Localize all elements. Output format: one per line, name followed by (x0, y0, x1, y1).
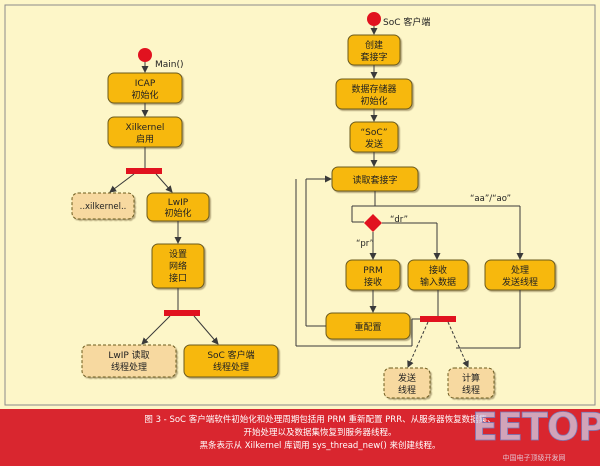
svg-text:初始化: 初始化 (131, 89, 158, 101)
svg-text:LwIP 读取: LwIP 读取 (108, 349, 149, 361)
svg-text:..xilkernel..: ..xilkernel.. (80, 202, 127, 212)
svg-text:SoC 客户端: SoC 客户端 (207, 349, 254, 361)
figure-caption: 图 3 - SoC 客户端软件初始化和处理周期包括用 PRM 重新配置 PRR、… (0, 409, 600, 466)
lwip-read-thread-box: LwIP 读取 线程处理 (81, 344, 177, 378)
svg-text:计算: 计算 (462, 372, 480, 384)
svg-text:处理: 处理 (511, 264, 529, 276)
svg-text:初始化: 初始化 (164, 207, 191, 219)
fork-bar-left-bottom (164, 310, 200, 316)
compute-thread-box: 计算 线程 (447, 367, 495, 399)
flow-diagram: Main() ICAP 初始化 Xilkernel 启用 ..xilkernel… (4, 4, 596, 406)
svg-text:输入数据: 输入数据 (420, 276, 456, 288)
svg-text:启用: 启用 (136, 133, 154, 145)
svg-text:线程处理: 线程处理 (213, 361, 249, 373)
svg-text:线程处理: 线程处理 (111, 361, 147, 373)
svg-text:ICAP: ICAP (135, 79, 156, 89)
svg-text:发送: 发送 (398, 372, 416, 384)
xilkernel-dots-box: ..xilkernel.. (71, 192, 135, 220)
eetop-logo: EETOP 中国电子顶级开发网 (472, 405, 600, 462)
svg-text:PRM: PRM (363, 266, 382, 276)
svg-text:“SoC”: “SoC” (361, 128, 388, 138)
svg-text:线程: 线程 (398, 384, 416, 396)
soc-client-thread-box: SoC 客户端 线程处理 (183, 344, 279, 378)
svg-text:设置: 设置 (169, 249, 187, 260)
read-socket-box: 读取套接字 (331, 166, 419, 192)
create-socket-box: 创建 套接字 (347, 34, 401, 66)
caption-line-1: 图 3 - SoC 客户端软件初始化和处理周期包括用 PRM 重新配置 PRR、… (144, 415, 496, 425)
setup-network-interface-box: 设置 网络 接口 (151, 243, 205, 289)
data-memory-init-box: 数据存储器 初始化 (335, 78, 413, 110)
decision-diamond (364, 214, 382, 232)
svg-text:网络: 网络 (169, 260, 187, 272)
xilkernel-start-box: Xilkernel 启用 (107, 116, 183, 148)
caption-line-2: 开始处理以及数据集恢复到服务器线程。 (243, 428, 397, 438)
fork-bar-left-top (126, 168, 162, 174)
svg-text:Xilkernel: Xilkernel (126, 123, 165, 133)
svg-text:创建: 创建 (365, 39, 383, 51)
svg-text:套接字: 套接字 (360, 51, 387, 63)
svg-text:读取套接字: 读取套接字 (352, 174, 397, 186)
svg-text:中国电子顶级开发网: 中国电子顶级开发网 (503, 453, 566, 462)
svg-text:发送线程: 发送线程 (502, 276, 538, 288)
guard-dr: “dr” (390, 215, 408, 225)
send-thread-box: 发送 线程 (383, 367, 431, 399)
svg-text:EETOP: EETOP (472, 405, 600, 449)
svg-text:接收: 接收 (364, 276, 382, 288)
svg-text:接收: 接收 (429, 264, 447, 276)
send-soc-box: “SoC” 发送 (349, 121, 399, 153)
lwip-init-box: LwIP 初始化 (146, 192, 210, 222)
svg-text:LwIP: LwIP (168, 198, 189, 208)
reconfigure-box: 重配置 (325, 312, 411, 340)
guard-pr: “pr” (356, 239, 374, 249)
fork-bar-right (420, 316, 456, 322)
svg-text:接口: 接口 (169, 272, 187, 284)
prm-receive-box: PRM 接收 (345, 259, 401, 291)
soc-client-label: SoC 客户端 (383, 16, 430, 28)
figure-frame (4, 4, 596, 406)
caption-line-3: 黑条表示从 Xilkernel 库调用 sys_thread_new() 来创建… (199, 441, 441, 451)
svg-text:发送: 发送 (365, 138, 383, 150)
icap-init-box: ICAP 初始化 (107, 72, 183, 104)
svg-text:重配置: 重配置 (354, 321, 381, 333)
svg-text:线程: 线程 (462, 384, 480, 396)
main-start-node (138, 48, 152, 62)
svg-text:初始化: 初始化 (360, 95, 387, 107)
process-send-thread-box: 处理 发送线程 (484, 259, 556, 291)
soc-start-node (367, 12, 381, 26)
svg-text:数据存储器: 数据存储器 (351, 83, 396, 95)
main-label: Main() (155, 60, 184, 70)
guard-aa-ao: “aa”/“ao” (470, 194, 511, 204)
receive-input-data-box: 接收 输入数据 (407, 259, 469, 291)
